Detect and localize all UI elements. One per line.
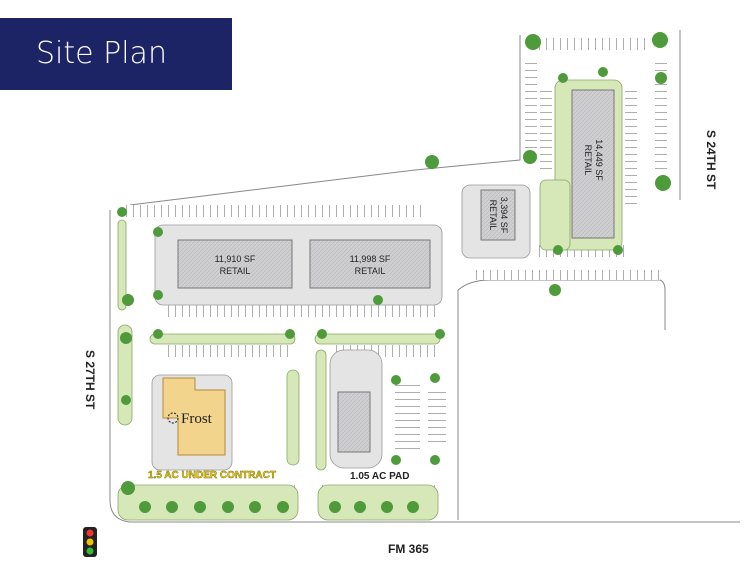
building-retail-11998: 11,998 SF RETAIL xyxy=(309,239,431,289)
parcel-under-contract-label: 1.5 AC UNDER CONTRACT xyxy=(148,470,276,481)
building-size-label: 11,998 SF xyxy=(350,254,391,264)
building-retail-11910: 11,910 SF RETAIL xyxy=(177,239,293,289)
tenant-name: Frost xyxy=(181,411,213,427)
street-label-east: S 24TH ST xyxy=(704,130,718,190)
building-retail-3394: 3,394 SF RETAIL xyxy=(480,189,516,241)
building-pad xyxy=(337,391,371,453)
title-banner: Site Plan xyxy=(0,18,232,90)
road-edges xyxy=(109,30,740,523)
parcel-pad-label: 1.05 AC PAD xyxy=(350,471,409,482)
building-use-label: RETAIL xyxy=(583,145,593,176)
building-size-label: 11,910 SF xyxy=(215,254,256,264)
street-label-west: S 27TH ST xyxy=(83,350,97,410)
page-title: Site Plan xyxy=(36,36,167,71)
traffic-light-icon xyxy=(83,527,97,557)
building-use-label: RETAIL xyxy=(220,266,251,276)
frost-logo-icon xyxy=(167,412,179,424)
street-label-south: FM 365 xyxy=(388,542,429,556)
building-use-label: RETAIL xyxy=(355,266,386,276)
building-retail-14449: 14,449 SF RETAIL xyxy=(571,89,615,239)
trees xyxy=(117,32,671,513)
building-use-label: RETAIL xyxy=(488,200,498,231)
building-frost: Frost xyxy=(162,377,226,456)
building-size-label: 3,394 SF xyxy=(499,197,509,234)
building-size-label: 14,449 SF xyxy=(594,139,604,181)
